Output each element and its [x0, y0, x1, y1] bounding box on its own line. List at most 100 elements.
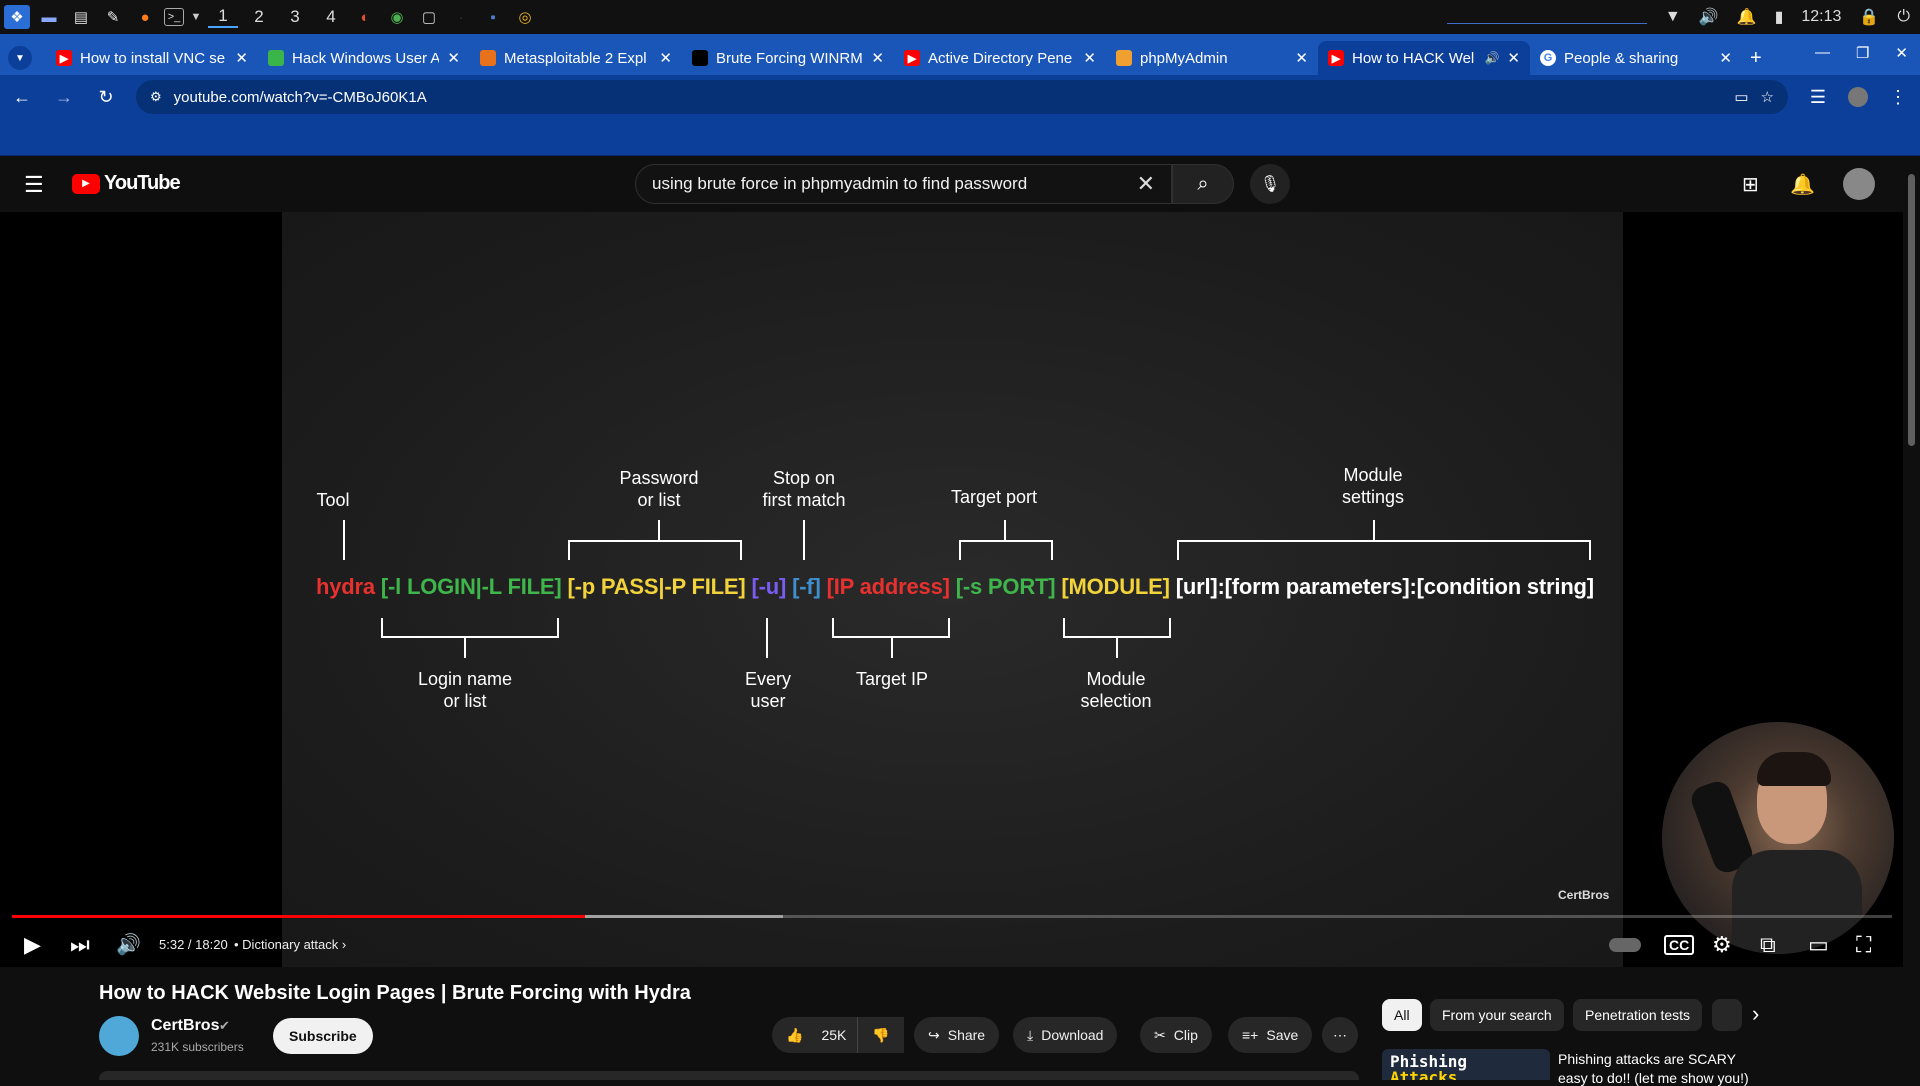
subscribe-button[interactable]: Subscribe	[273, 1018, 373, 1054]
close-tab-icon[interactable]: ✕	[447, 50, 460, 67]
chips-next-icon[interactable]: ›	[1752, 1001, 1760, 1026]
voice-search-button[interactable]: 🎙	[1250, 164, 1290, 204]
install-app-icon[interactable]: ▭	[1734, 89, 1749, 106]
theater-mode-icon[interactable]: ▭	[1808, 931, 1829, 957]
battery-icon[interactable]: ▮	[1774, 9, 1784, 26]
new-tab-button[interactable]: +	[1750, 46, 1762, 69]
chapter-title[interactable]: • Dictionary attack ›	[234, 937, 346, 952]
terminal-icon[interactable]: >_	[164, 8, 184, 26]
bracket-password-stem	[658, 520, 660, 540]
workspace-3[interactable]: 3	[290, 7, 300, 26]
close-window-icon[interactable]: ✕	[1895, 45, 1908, 62]
close-tab-icon[interactable]: ✕	[871, 50, 884, 67]
browser-tab[interactable]: ▶Active Directory Pene✕	[894, 41, 1106, 75]
reading-list-icon[interactable]: ☰	[1809, 86, 1827, 107]
desktop-icon[interactable]: ▬	[41, 8, 57, 26]
power-icon[interactable]: ⏻	[1897, 8, 1910, 25]
notification-icon[interactable]: 🔔	[1736, 9, 1757, 26]
hamburger-menu-icon[interactable]: ☰	[24, 172, 44, 197]
chip-from-your-search[interactable]: From your search	[1430, 999, 1564, 1031]
fullscreen-icon[interactable]: ⛶	[1856, 931, 1872, 957]
captions-icon[interactable]: CC	[1664, 934, 1695, 955]
browser-menu-icon[interactable]: ⋮	[1889, 86, 1907, 107]
clear-search-icon[interactable]: ✕	[1136, 171, 1155, 196]
play-icon[interactable]: ▶	[24, 931, 41, 957]
clip-button[interactable]: ✂Clip	[1140, 1017, 1212, 1053]
burp-icon[interactable]: ◐	[360, 8, 370, 26]
close-tab-icon[interactable]: ✕	[1507, 50, 1520, 67]
recommendation-title-1[interactable]: Phishing attacks are SCARY	[1558, 1051, 1736, 1067]
workspace-4[interactable]: 4	[326, 7, 336, 26]
tab-audio-icon[interactable]: 🔊	[1484, 51, 1500, 65]
lock-icon[interactable]: 🔒	[1859, 9, 1880, 26]
share-button[interactable]: ↪Share	[914, 1017, 1000, 1053]
progress-bar[interactable]	[12, 915, 1892, 918]
site-info-icon[interactable]: ⚙	[150, 89, 162, 104]
channel-avatar[interactable]	[99, 1016, 139, 1056]
workspace-2[interactable]: 2	[254, 7, 264, 26]
browser-tab[interactable]: phpMyAdmin✕	[1106, 41, 1318, 75]
text-editor-icon[interactable]: ✎	[106, 9, 120, 26]
restore-icon[interactable]: ❐	[1855, 45, 1870, 62]
settings-gear-icon[interactable]: ⚙	[1712, 931, 1732, 957]
chevron-down-icon[interactable]: ▼	[190, 11, 202, 23]
workspace-1[interactable]: 1	[208, 6, 238, 28]
back-icon[interactable]: ←	[13, 86, 31, 107]
profile-avatar-icon[interactable]	[1848, 87, 1868, 107]
notifications-bell-icon[interactable]: 🔔	[1790, 174, 1815, 196]
account-avatar[interactable]	[1843, 168, 1875, 200]
vm-icon[interactable]: ▪	[490, 8, 496, 26]
clock[interactable]: 12:13	[1801, 8, 1842, 25]
close-tab-icon[interactable]: ✕	[1083, 50, 1096, 67]
page-scrollbar[interactable]	[1903, 156, 1920, 1080]
volume-icon[interactable]: 🔊	[116, 934, 141, 956]
chip-penetration-tests[interactable]: Penetration tests	[1573, 999, 1703, 1031]
download-button[interactable]: ⤓Download	[1013, 1017, 1118, 1053]
search-button[interactable]: ⌕	[1172, 164, 1234, 204]
browser-tab[interactable]: ▶How to install VNC se✕	[46, 41, 258, 75]
blank-window-icon[interactable]: ·	[458, 8, 464, 26]
more-actions-button[interactable]: ⋯	[1322, 1017, 1358, 1053]
recommendation-thumbnail[interactable]: Phishing Attacks	[1382, 1049, 1550, 1080]
forward-icon[interactable]: →	[55, 86, 73, 107]
close-tab-icon[interactable]: ✕	[659, 50, 672, 67]
close-tab-icon[interactable]: ✕	[1719, 50, 1732, 67]
save-button[interactable]: ≡+Save	[1228, 1017, 1313, 1053]
video-frame[interactable]: Tool Password or list Stop on first matc…	[282, 212, 1894, 967]
autoplay-toggle[interactable]	[1609, 937, 1641, 952]
terminal-window-icon[interactable]: ▢	[421, 9, 437, 26]
create-icon[interactable]: ⊞	[1742, 174, 1759, 196]
video-player[interactable]: Tool Password or list Stop on first matc…	[0, 212, 1903, 967]
scrollbar-thumb[interactable]	[1908, 174, 1915, 446]
address-bar[interactable]: ⚙ youtube.com/watch?v=-CMBoJ60K1A ▭ ☆	[136, 80, 1788, 114]
chip-all[interactable]: All	[1382, 999, 1422, 1031]
search-input[interactable]: using brute force in phpmyadmin to find …	[635, 164, 1172, 204]
recommendation-title-2[interactable]: easy to do!! (let me show you!)	[1558, 1070, 1749, 1086]
chrome-icon[interactable]: ◎	[518, 9, 532, 26]
firefox-icon[interactable]: ●	[140, 8, 150, 26]
youtube-logo[interactable]: ▶ YouTube	[72, 172, 181, 195]
browser-tab[interactable]: Metasploitable 2 Expl✕	[470, 41, 682, 75]
browser-tab[interactable]: Brute Forcing WINRM✕	[682, 41, 894, 75]
dislike-button[interactable]: 👎	[857, 1017, 903, 1053]
close-tab-icon[interactable]: ✕	[1295, 50, 1308, 67]
description-box[interactable]	[99, 1071, 1359, 1080]
close-tab-icon[interactable]: ✕	[235, 50, 248, 67]
file-manager-icon[interactable]: ▤	[73, 9, 89, 26]
app-launcher-icon[interactable]: ❖	[4, 5, 30, 29]
channel-name[interactable]: CertBros	[151, 1017, 220, 1034]
bookmark-star-icon[interactable]: ☆	[1760, 89, 1774, 106]
browser-tab[interactable]: ▶How to HACK Wel🔊✕	[1318, 41, 1530, 75]
save-label: Save	[1266, 1027, 1299, 1043]
tab-search-button[interactable]: ▼	[8, 46, 32, 70]
reload-icon[interactable]: ↻	[98, 86, 114, 107]
minimize-icon[interactable]: —	[1814, 44, 1830, 61]
chip-partial[interactable]	[1712, 999, 1742, 1031]
browser-tab[interactable]: Hack Windows User A✕	[258, 41, 470, 75]
volume-icon[interactable]: 🔊	[1698, 9, 1719, 26]
next-icon[interactable]: ⏭	[70, 931, 90, 957]
chrome-taskbar-icon[interactable]: ◉	[390, 9, 404, 26]
wifi-icon[interactable]: ▼	[1664, 8, 1681, 25]
miniplayer-icon[interactable]: ⧉	[1760, 931, 1776, 957]
